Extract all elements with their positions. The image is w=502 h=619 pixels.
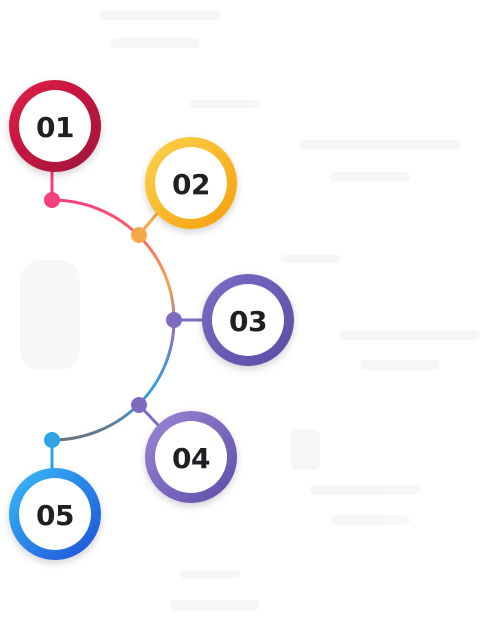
connector-dot-02	[131, 227, 147, 243]
connector-dot-05	[44, 432, 60, 448]
step-01-badge	[9, 80, 101, 172]
step-04-badge	[145, 411, 237, 503]
step-02-badge	[145, 137, 237, 229]
step-05-number: 05	[36, 499, 74, 532]
connector-dot-03	[166, 312, 182, 328]
step-01-number: 01	[36, 111, 74, 144]
step-05-badge	[9, 468, 101, 560]
connector-dot-01	[44, 192, 60, 208]
background-decoration	[20, 10, 480, 610]
step-04-number: 04	[172, 442, 210, 475]
step-02-number: 02	[172, 168, 210, 201]
step-03-badge	[202, 274, 294, 366]
step-03-number: 03	[229, 305, 267, 338]
connector-dot-04	[131, 397, 147, 413]
